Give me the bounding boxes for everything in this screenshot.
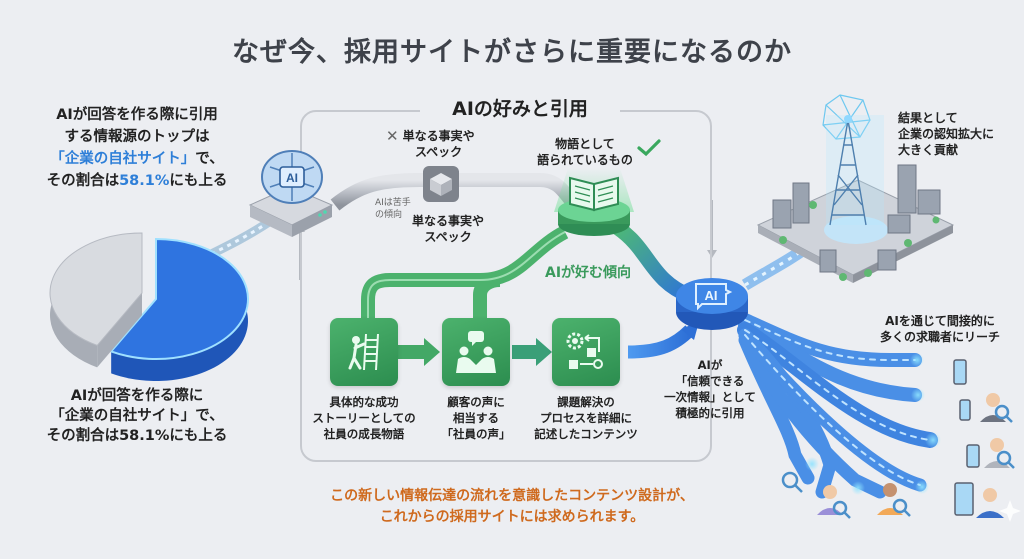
tower-caption-line-2: 企業の認知拡大に: [898, 127, 995, 141]
spec-cube-box: [423, 166, 459, 202]
arrow-step1-to-step2: [398, 338, 440, 366]
ai-hub-node: AI: [676, 278, 748, 330]
ai-brain-label: AI: [286, 171, 298, 185]
device-icons: [953, 359, 980, 516]
story-label: 物語として 語られているもの: [530, 136, 640, 168]
weak-tendency-label: AIは苦手 の傾向: [375, 197, 411, 221]
headline-line-4: その割合は58.1%にも上る: [22, 170, 252, 192]
tower-caption-line-1: 結果として: [898, 111, 958, 125]
step-2-line-2: 相当する: [453, 411, 499, 425]
tower-city-illustration: [756, 94, 955, 283]
brain-icon: [261, 150, 323, 204]
story-book-node: [554, 168, 634, 236]
step-2-line-1: 顧客の声に: [447, 395, 505, 409]
story-line-1: 物語として: [555, 137, 615, 151]
tower-caption-line-3: 大きく貢献: [898, 143, 959, 157]
job-seekers-illustration: [781, 359, 1021, 522]
reach-caption-line-1: AIを通じて間接的に: [885, 314, 995, 328]
headline-highlight: 「企業の自社サイト」: [50, 151, 196, 167]
tower-icon: [829, 119, 867, 226]
step-3-line-2: プロセスを詳細に: [540, 411, 632, 425]
ai-brain-device: AI: [248, 150, 334, 237]
left-headline: AIが回答を作る際に引用 する情報源のトップは 「企業の自社サイト」で、 その割…: [22, 104, 252, 192]
weak-top-line-1: 単なる事実や: [402, 129, 475, 143]
footer-message: この新しい情報伝達の流れを意識したコンテンツ設計が、 これからの採用サイトには求…: [0, 486, 1024, 528]
ai-hub-caption-line-3: 一次情報」として: [664, 390, 756, 404]
step-label-3: 課題解決の プロセスを詳細に 記述したコンテンツ: [526, 394, 646, 442]
step-label-2: 顧客の声に 相当する 「社員の声」: [416, 394, 536, 442]
process-gear-icon: [566, 332, 603, 369]
section-title: AIの好みと引用: [420, 94, 620, 121]
arrow-step2-to-step3: [512, 338, 552, 366]
step-3-line-1: 課題解決の: [557, 395, 615, 409]
weak-tendency-line-1: AIは苦手: [375, 198, 411, 208]
headline-line-1: AIが回答を作る際に引用: [56, 107, 218, 123]
ai-hub-caption: AIが 「信頼できる 一次情報」として 積極的に引用: [655, 357, 765, 421]
ai-hub-caption-line-2: 「信頼できる: [675, 374, 745, 388]
step-label-1: 具体的な成功 ストーリーとしての 社員の成長物語: [304, 394, 424, 442]
pie-slice-edge: [97, 293, 142, 368]
pie-caption-line-3: その割合は58.1%にも上る: [46, 428, 228, 444]
buildings: [772, 164, 941, 273]
ai-hub-label: AI: [705, 288, 718, 303]
pie-slice-other: [49, 232, 143, 346]
pie-caption-line-2: 「企業の自社サイト」で、: [50, 408, 224, 424]
handshake-chat-icon: [456, 331, 496, 373]
step-1-line-2: ストーリーとしての: [312, 411, 416, 425]
reach-caption-line-2: 多くの求職者にリーチ: [880, 330, 1001, 344]
x-mark-icon: ✕: [386, 127, 399, 145]
step-1-line-3: 社員の成長物語: [323, 427, 405, 441]
step-box-1: [330, 318, 398, 386]
cube-icon: [430, 173, 452, 196]
ai-hub-caption-line-4: 積極的に引用: [675, 406, 745, 420]
headline-suffix-2: にも上る: [169, 173, 228, 189]
arrow-step3-to-hub: [627, 325, 695, 359]
footer-line-1: この新しい情報伝達の流れを意識したコンテンツ設計が、: [330, 488, 694, 504]
reach-caption: AIを通じて間接的に 多くの求職者にリーチ: [880, 313, 1000, 345]
pie-caption: AIが回答を作る際に 「企業の自社サイト」で、 その割合は58.1%にも上る: [22, 386, 252, 446]
step-1-line-1: 具体的な成功: [329, 395, 399, 409]
step-box-2: [442, 318, 510, 386]
trees: [779, 201, 940, 281]
headline-line-2: する情報源のトップは: [64, 129, 210, 145]
step-3-line-3: 記述したコンテンツ: [534, 427, 638, 441]
weak-bottom-line-2: スペック: [424, 230, 472, 244]
headline-line-3: 「企業の自社サイト」で、: [22, 148, 252, 170]
ladder-climb-icon: [348, 333, 379, 371]
pie-caption-line-1: AIが回答を作る際に: [70, 388, 204, 404]
sparkle-icon: [999, 500, 1021, 522]
pie-slice-company-site: [109, 237, 249, 360]
tower-caption: 結果として 企業の認知拡大に 大きく貢献: [898, 110, 994, 158]
headline-percent: 58.1%: [119, 173, 170, 189]
magnifier-icons: [781, 404, 1015, 519]
weak-tendency-line-2: の傾向: [375, 210, 403, 220]
pipe-end-glows: [805, 353, 941, 495]
step-2-line-3: 「社員の声」: [441, 427, 511, 441]
weak-bottom-line-1: 単なる事実や: [411, 214, 484, 228]
branching-pipes: [737, 313, 938, 499]
story-line-2: 語られているもの: [537, 153, 633, 167]
headline-prefix: その割合は: [46, 173, 120, 189]
weak-top: ✕ 単なる事実や スペック: [386, 128, 475, 160]
preferred-label: AIが好む傾向: [545, 265, 632, 281]
ai-hub-caption-line-1: AIが: [697, 358, 723, 372]
headline-suffix: で、: [195, 151, 224, 167]
pie-slice-side: [111, 239, 248, 381]
footer-line-2: これからの採用サイトには求められます。: [379, 509, 645, 525]
step-box-3: [552, 318, 620, 386]
ai-chat-icon: [695, 283, 733, 311]
open-book-icon: [569, 176, 619, 212]
check-icon: [637, 139, 661, 157]
pie-chart: [49, 232, 249, 381]
page-title: なぜ今、採用サイトがさらに重要になるのか: [232, 37, 792, 68]
weak-top-line-2: スペック: [415, 145, 463, 159]
weak-top-label: 単なる事実や スペック: [403, 128, 475, 160]
pipe-green-mid: [473, 273, 501, 318]
person-icon-3: [976, 488, 1004, 518]
weak-bottom-label: 単なる事実や スペック: [408, 213, 488, 245]
